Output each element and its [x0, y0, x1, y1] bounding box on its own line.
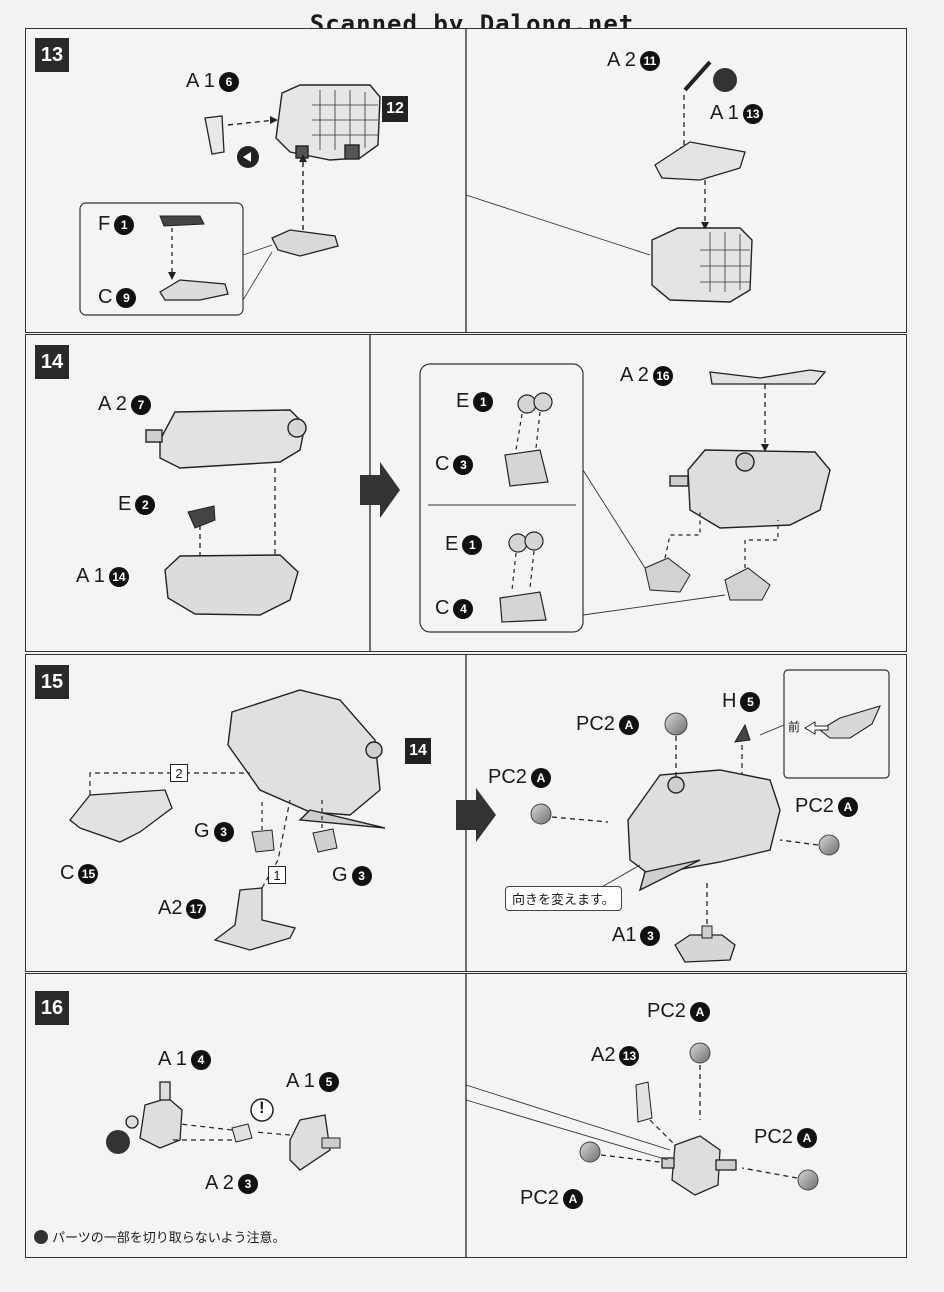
pc2-cap-right-16 [797, 1169, 819, 1191]
part-a1-6 [204, 115, 225, 155]
step-15-number: 15 [35, 665, 69, 699]
nub-cut-icon-2 [713, 68, 737, 92]
step-15-body [227, 689, 386, 829]
pc2-cap-top-16 [689, 1042, 711, 1064]
direction-change-callout: 向きを変えます。 [505, 886, 622, 911]
pc2-cap-left [530, 803, 552, 825]
leg-right [724, 567, 771, 601]
footnote: パーツの一部を切り取らないよう注意。 [34, 1227, 285, 1246]
front-direction-box [783, 669, 890, 779]
pc2-cap-left-16 [579, 1141, 601, 1163]
footnote-text: パーツの一部を切り取らないよう注意。 [52, 1230, 286, 1245]
next-arrow-14 [360, 462, 400, 518]
step-13-number: 13 [35, 38, 69, 72]
label-front: 前 [788, 720, 801, 734]
nub-cut-icon-3 [106, 1130, 130, 1154]
pc2-cap-right [818, 834, 840, 856]
part-g-3-left [251, 829, 275, 853]
step-14-lower-body [164, 554, 299, 616]
part-a2-16 [709, 369, 827, 385]
step-15-result-body [627, 769, 781, 892]
part-a2-13-16 [635, 1081, 653, 1123]
pc2-cap-top [664, 712, 688, 736]
order-2-marker: 2 [170, 764, 188, 782]
step-13-result-block [651, 227, 753, 303]
step-13-subassembly-part [271, 229, 339, 257]
step-14-number: 14 [35, 345, 69, 379]
part-a1-3 [674, 934, 736, 963]
order-1-marker: 1 [268, 866, 286, 884]
part-a1-13 [654, 141, 746, 181]
step-16-number: 16 [35, 991, 69, 1025]
label-subassembly-14: 14 [405, 738, 431, 764]
part-h-5 [734, 723, 751, 743]
warning-icon [250, 1098, 274, 1122]
part-a1-5 [289, 1114, 331, 1171]
step-13-subassembly-box [79, 202, 244, 316]
step-16-left-joint [125, 1081, 183, 1149]
part-e-2 [187, 505, 216, 529]
part-a2-11 [683, 60, 712, 92]
part-g-3-right [312, 828, 338, 853]
nub-cut-legend-icon [34, 1229, 48, 1244]
next-arrow-15 [456, 788, 496, 842]
step-14-subassembly-box [419, 363, 584, 633]
warning-mark: ! [259, 1098, 265, 1117]
part-c-9 [159, 279, 229, 301]
part-c-15 [69, 789, 173, 843]
leg-left [644, 557, 691, 593]
label-subassembly-12: 12 [382, 96, 408, 122]
step-13-main-block [275, 84, 381, 161]
step-16-result-joint [661, 1135, 737, 1196]
step-14-result-body [669, 449, 831, 529]
part-a2-3 [231, 1123, 253, 1143]
part-f-1 [159, 215, 205, 227]
step-14-upper-body [145, 409, 307, 469]
part-a2-17 [213, 887, 296, 951]
